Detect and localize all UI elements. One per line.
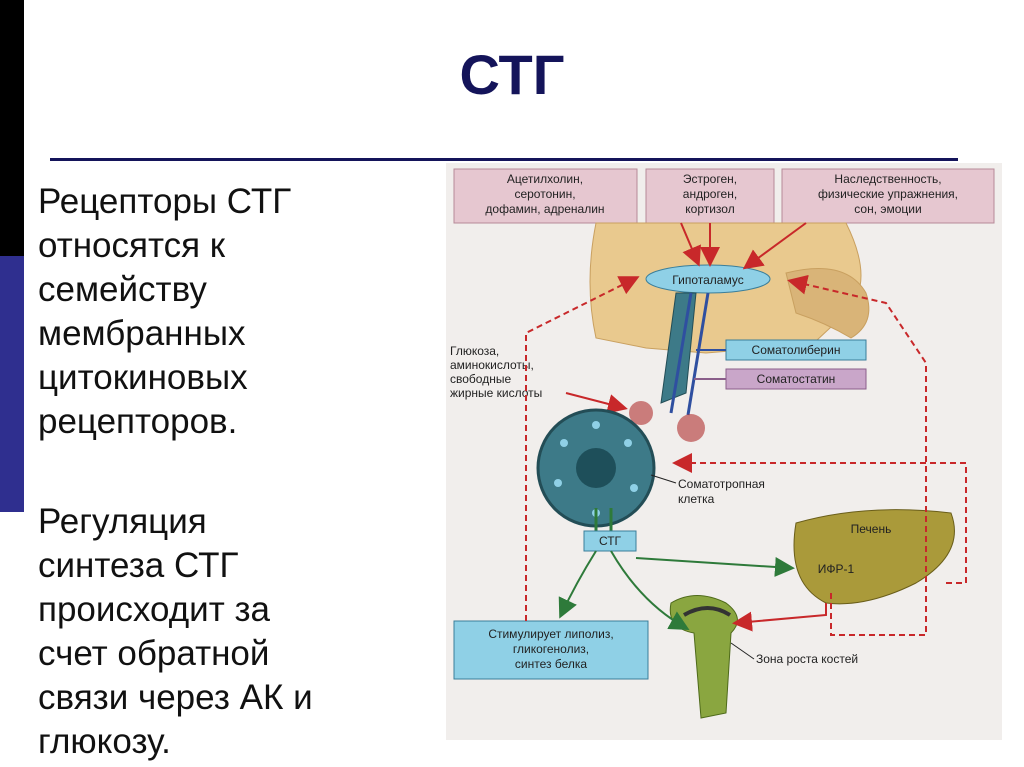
paragraph-line: происходит за [38,590,270,629]
vessel-loop [677,414,705,442]
effects-line: гликогенолиз, [513,642,589,656]
liver-shape [793,509,955,605]
paragraph-regulation: Регуляция синтеза СТГ происходит за счет… [38,500,438,764]
gh-to-effects-arrow [558,550,597,619]
cell-nucleus [576,448,616,488]
hormones-line: андроген, [683,187,737,201]
paragraph-line: Рецепторы СТГ [38,182,292,221]
gh-to-bone-arrow [610,550,690,630]
paragraph-line: Регуляция [38,502,207,541]
neurotransmitters-line: дофамин, адреналин [485,202,604,216]
gh-box [583,530,637,552]
cell-granule [592,421,600,429]
effects-line: Стимулирует липолиз, [488,627,613,641]
cell-label-pointer [650,474,677,484]
title-underline [50,158,958,161]
neurotransmitters-line: серотонин, [514,187,575,201]
bone-zone-label: Зона роста костей [756,652,858,666]
portal-vessel [686,292,710,416]
factors-line: физические упражнения, [818,187,958,201]
vessel-loop [629,401,653,425]
metabolite-arrow [565,392,628,414]
neurotransmitters-box [453,168,638,224]
gh-regulation-diagram: Ацетилхолин, серотонин, дофамин, адренал… [446,163,1002,740]
liver-label: Печень [851,522,892,536]
paragraph-line: глюкозу. [38,722,171,761]
gh-label: СТГ [599,534,622,548]
effects-line: синтез белка [515,657,587,671]
metabolite-note-line: аминокислоты, [450,358,534,372]
somatoliberin-label: Соматолиберин [752,343,841,357]
hypothalamus-label: Гипоталамус [672,273,743,287]
cell-granule [554,479,562,487]
hormones-line: Эстроген, [683,172,737,186]
hormones-box [645,168,775,224]
cell-granule [560,439,568,447]
metabolite-note-line: жирные кислоты [450,386,542,400]
cell-granule [624,439,632,447]
feedback-to-pituitary [672,453,967,584]
igf-to-bone-arrow [732,603,827,632]
sidebar-decor-bottom [0,512,24,767]
paragraph-line: счет обратной [38,634,270,673]
metabolic-feedback [525,276,640,621]
neurotransmitters-line: Ацетилхолин, [507,172,583,186]
cell-label-line: клетка [678,492,715,506]
paragraph-line: семейству [38,270,207,309]
somatostatin-label: Соматостатин [757,372,836,386]
paragraph-receptors: Рецепторы СТГ относятся к семейству мемб… [38,180,438,444]
portal-vessel [669,292,693,414]
cell-granule [630,484,638,492]
sidebar-decor-middle [0,256,24,512]
factors-line: Наследственность, [834,172,941,186]
metabolite-note-line: свободные [450,372,511,386]
input-arrow [680,222,701,267]
effects-box [453,620,649,680]
paragraph-line: относятся к [38,226,226,265]
factors-box [781,168,995,224]
slide-title: СТГ [459,43,565,106]
igf-label: ИФР-1 [818,562,855,576]
paragraph-line: мембранных [38,314,246,353]
paragraph-line: рецепторов. [38,402,238,441]
paragraph-line: синтеза СТГ [38,546,239,585]
gh-to-liver-arrow [635,556,795,577]
hormones-line: кортизол [685,202,734,216]
feedback-to-hypothalamus [787,274,927,636]
bone-zone-pointer [730,642,755,660]
paragraph-line: связи через АК и [38,678,313,717]
input-arrow [742,222,807,270]
factors-line: сон, эмоции [854,202,921,216]
cell-label-line: Соматотропная [678,477,765,491]
sidebar-decor-top [0,0,24,256]
metabolite-note-line: Глюкоза, [450,344,499,358]
paragraph-line: цитокиновых [38,358,248,397]
